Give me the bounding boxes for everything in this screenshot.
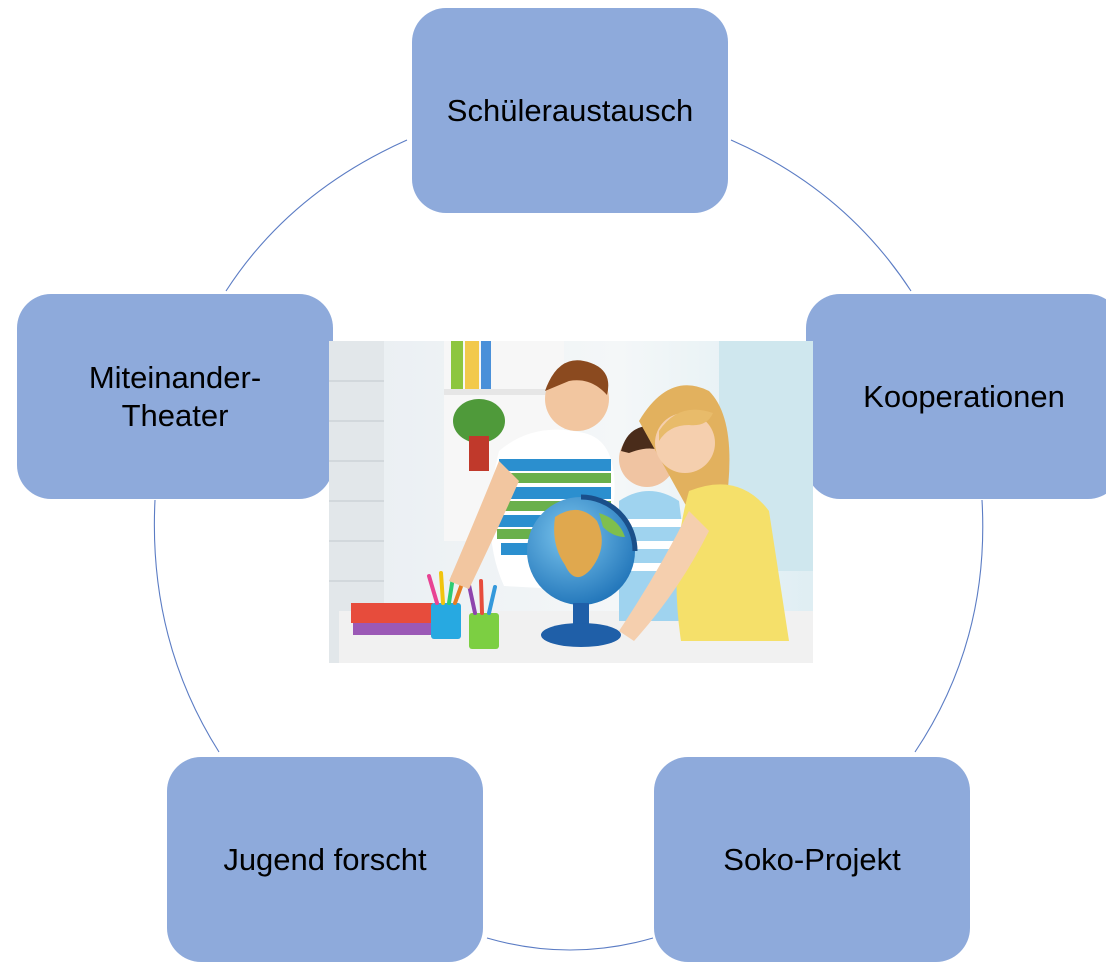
node-kooperationen: Kooperationen (806, 294, 1106, 499)
node-schueleraustausch: Schüleraustausch (412, 8, 728, 213)
node-jugend-forscht: Jugend forscht (167, 757, 483, 962)
center-photo (329, 341, 813, 663)
children-with-globe-photo-icon (329, 341, 813, 663)
ring-arc-2-3 (914, 499, 984, 753)
ring-arc-4-5 (153, 499, 220, 753)
node-soko-projekt: Soko-Projekt (654, 757, 970, 962)
node-label: Kooperationen (863, 378, 1065, 414)
ring-arc-3-4 (486, 937, 654, 951)
node-label: Miteinander- Theater (88, 359, 262, 433)
node-miteinander-theater: Miteinander- Theater (17, 294, 333, 499)
node-label: Schüleraustausch (446, 92, 694, 128)
node-label: Jugend forscht (223, 841, 427, 877)
ring-arc-5-1 (225, 139, 408, 292)
ring-arc-1-2 (730, 139, 912, 292)
node-label: Soko-Projekt (723, 841, 901, 877)
